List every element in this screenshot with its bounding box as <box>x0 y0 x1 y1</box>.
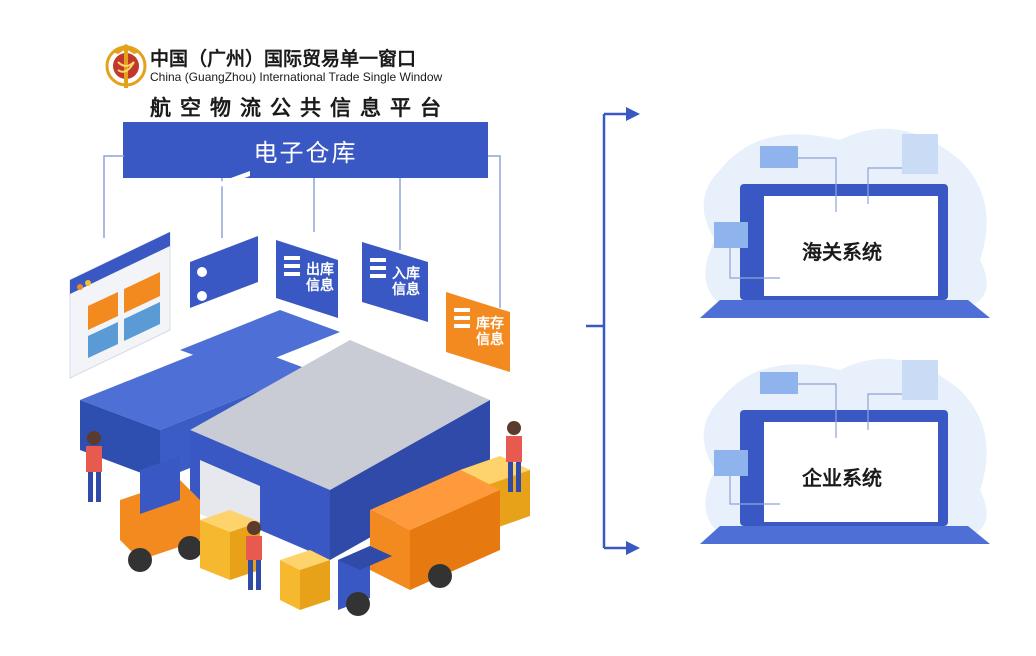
worker-left <box>86 431 102 502</box>
logo-title-cn: 中国（广州）国际贸易单一窗口 <box>150 48 417 70</box>
platform-title: 航空物流公共信息平台 <box>150 96 450 120</box>
warehouse-banner: 电子仓库 <box>123 122 488 178</box>
customs-system-label: 海关系统 <box>802 240 882 264</box>
logo-icon <box>105 44 147 88</box>
enterprise-system-label: 企业系统 <box>802 466 882 490</box>
user-info-panel <box>190 171 258 308</box>
worker-middle <box>246 521 262 590</box>
inventory-info-label: 库存信息 <box>476 316 504 348</box>
arrow-top-icon <box>626 107 640 121</box>
location-info-board <box>69 231 171 379</box>
warehouse-illustration <box>69 155 530 616</box>
logo-title-en: China (GuangZhou) International Trade Si… <box>150 70 443 84</box>
worker-right <box>506 421 522 492</box>
arrow-bottom-icon <box>626 541 640 555</box>
outbound-info-label: 出库信息 <box>306 262 334 294</box>
outbound-info-text: 出库信息 <box>306 262 334 294</box>
customs-laptop <box>700 128 990 318</box>
inventory-info-text: 库存信息 <box>476 316 504 348</box>
enterprise-laptop <box>700 358 990 544</box>
inbound-info-text: 入库信息 <box>392 266 420 298</box>
flow-bracket <box>586 107 640 555</box>
inbound-info-label: 入库信息 <box>392 266 420 298</box>
